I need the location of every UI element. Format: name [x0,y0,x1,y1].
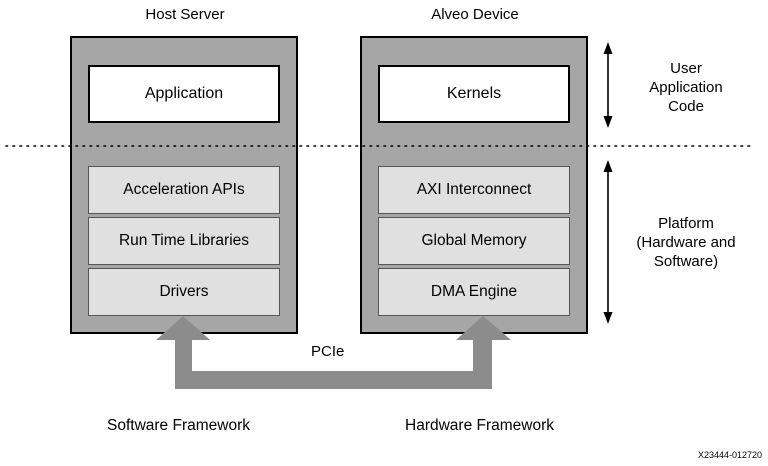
run-time-libraries-layer: Run Time Libraries [88,217,280,265]
user-label-line-1: User [670,60,702,77]
user-label-line-2: Application [649,79,723,96]
application-box: Application [88,65,280,123]
user-label-line-3: Code [668,98,704,115]
alveo-device-title: Alveo Device [431,6,519,23]
user-application-code-label: User Application Code [626,59,746,116]
dma-engine-layer: DMA Engine [378,268,570,316]
software-framework-label: Software Framework [107,417,250,434]
axi-interconnect-layer: AXI Interconnect [378,166,570,214]
global-memory-layer: Global Memory [378,217,570,265]
platform-label-line-3: Software) [653,253,719,270]
platform-label: Platform (Hardware and Software) [626,214,746,271]
pcie-arrow [156,316,511,389]
hardware-framework-label: Hardware Framework [405,417,555,434]
platform-range-arrow [603,160,613,324]
kernels-box: Kernels [378,65,570,123]
host-server-title: Host Server [145,6,225,23]
platform-label-line-2: (Hardware and [636,234,736,251]
user-code-range-arrow [603,42,613,128]
acceleration-apis-layer: Acceleration APIs [88,166,280,214]
platform-label-line-1: Platform [658,215,714,232]
drivers-layer: Drivers [88,268,280,316]
pcie-label: PCIe [311,343,345,360]
figure-code: X23444-012720 [698,450,763,460]
